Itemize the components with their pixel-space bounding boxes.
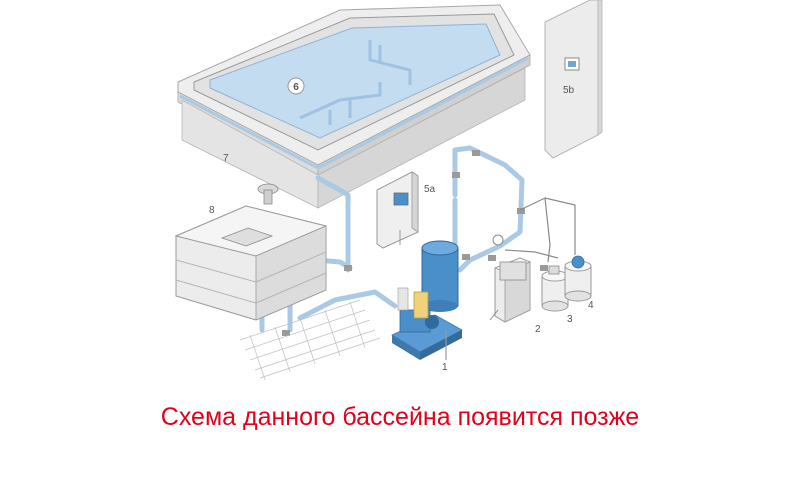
label-3: 3 — [567, 314, 573, 325]
cabinet-display-icon — [393, 192, 409, 206]
label-6: 6 — [293, 82, 299, 93]
dosing-lines — [504, 197, 576, 263]
label-6-marker — [287, 77, 305, 95]
pool-water — [209, 23, 501, 139]
inlet-fitting — [299, 40, 412, 125]
label-5a: 5a — [424, 184, 436, 195]
label-2: 2 — [535, 324, 541, 335]
label-8: 8 — [209, 205, 215, 216]
label-7: 7 — [223, 153, 229, 164]
label-1: 1 — [442, 362, 448, 373]
pool-basin: 6 — [177, 4, 531, 209]
pump-filter — [391, 240, 463, 360]
wall-panel — [544, 0, 603, 159]
caption: Схема данного бассейна появится позже — [160, 403, 640, 431]
balance-tank — [174, 183, 381, 381]
chemical-tank-small — [541, 265, 569, 312]
overflow-gutter — [179, 56, 529, 170]
label-4: 4 — [588, 300, 594, 311]
tank-vent-icon — [257, 183, 279, 205]
dosing-pump-icon — [571, 255, 585, 269]
dosing-controller — [489, 257, 532, 323]
chemical-tank-large — [564, 255, 592, 302]
pressure-gauge-icon — [492, 234, 504, 246]
control-cabinet — [376, 171, 419, 249]
label-5b: 5b — [563, 85, 575, 96]
tank-hatch — [220, 227, 274, 247]
valves — [282, 150, 548, 336]
